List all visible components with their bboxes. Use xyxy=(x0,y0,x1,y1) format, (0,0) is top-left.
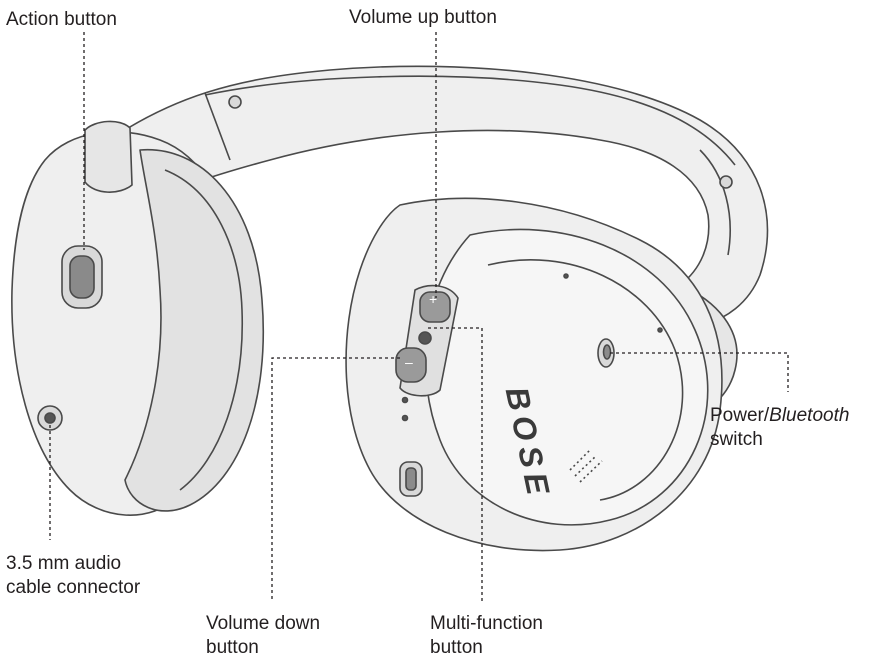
headband-screw-right xyxy=(719,175,733,189)
right-earcup-plate-inner xyxy=(487,259,684,501)
headband-screw-left xyxy=(228,95,242,109)
microphone-hole-side xyxy=(657,327,663,333)
left-yoke xyxy=(84,120,133,193)
usb-port-slot xyxy=(405,467,417,491)
label-action-button: Action button xyxy=(6,9,117,30)
label-audio-line1: 3.5 mm audio xyxy=(6,553,122,574)
label-volume-down-line2: button xyxy=(206,637,259,658)
volume-minus-mark: – xyxy=(405,354,413,370)
label-bluetooth-italic: Bluetooth xyxy=(769,405,850,426)
label-volume-down: Volume down button xyxy=(206,612,320,660)
headband-inner-line xyxy=(204,75,736,166)
leader-power-switch xyxy=(610,352,789,392)
power-switch-knob xyxy=(602,344,612,360)
label-power-line2: switch xyxy=(710,429,763,450)
status-light-bluetooth xyxy=(401,396,409,404)
leader-multi-function xyxy=(428,327,483,602)
audio-connector-hole xyxy=(44,412,56,424)
label-audio-connector: 3.5 mm audio cable connector xyxy=(6,552,140,600)
volume-plus-mark: + xyxy=(429,291,438,307)
label-multi-function-line1: Multi-function xyxy=(430,613,543,634)
label-audio-line2: cable connector xyxy=(6,577,141,598)
headband-seam-left xyxy=(204,92,231,161)
label-volume-up: Volume up button xyxy=(349,7,497,28)
headband-seam-right xyxy=(699,149,731,256)
multi-function-button xyxy=(418,331,432,345)
action-button-key xyxy=(69,255,95,299)
label-multi-function: Multi-function button xyxy=(430,612,543,660)
label-power-bluetooth: Power/Bluetooth switch xyxy=(710,404,849,452)
left-earcup-inner-edge xyxy=(164,169,244,491)
volume-down-button xyxy=(395,347,427,383)
volume-up-button xyxy=(419,291,451,323)
label-power-prefix: Power/ xyxy=(710,405,770,426)
leader-volume-down xyxy=(271,357,400,602)
speaker-grille xyxy=(569,449,603,483)
label-multi-function-line2: button xyxy=(430,637,483,658)
microphone-hole-top xyxy=(563,273,569,279)
status-light-battery xyxy=(401,414,409,422)
label-volume-down-line1: Volume down xyxy=(206,613,321,634)
